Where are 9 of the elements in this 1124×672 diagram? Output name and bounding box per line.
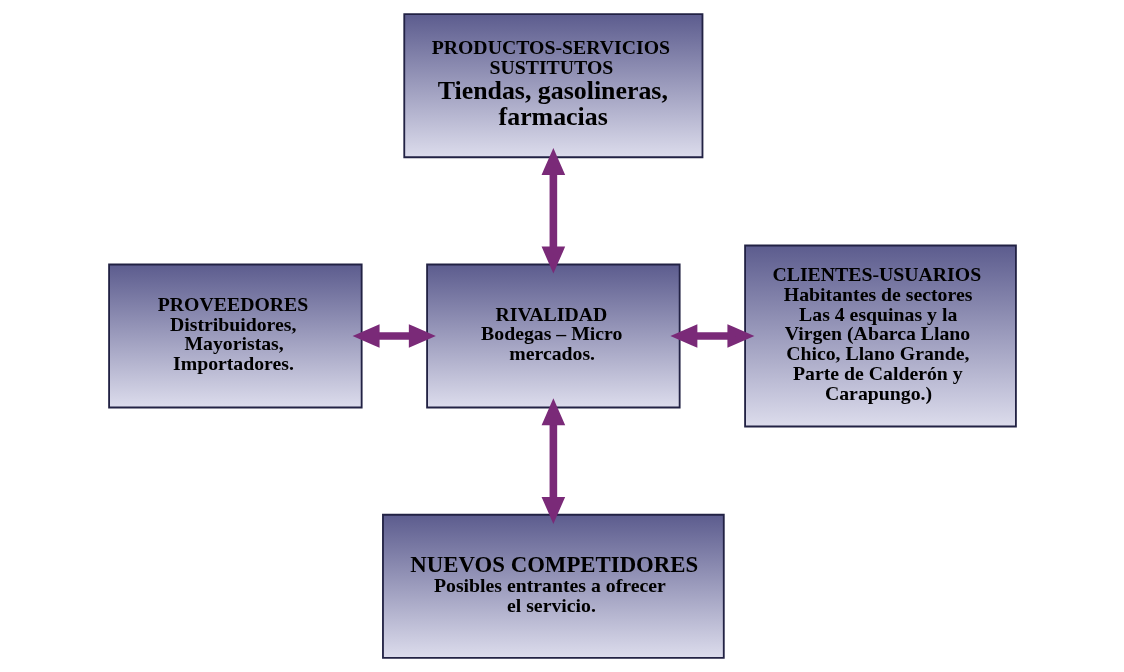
arrow: [669, 324, 754, 348]
arrow: [352, 324, 436, 348]
node-box: NUEVOS COMPETIDORES Posibles entrantes a ofrecer el servicio.: [381, 513, 725, 659]
node-box: RIVALIDAD Bodegas – Micro mercados.: [425, 263, 681, 409]
arrow: [541, 398, 565, 524]
arrow: [541, 147, 565, 274]
node-box: CLIENTES-USUARIOS Habitantes de sectores Las 4 esquinas y la Virgen (Abarca Llano Chico, Llano Grande, Parte de Calderón y Carapungo.): [743, 244, 1017, 428]
node-box: PRODUCTOS-SERVICIOS SUSTITUTOS Tiendas, gasolineras, farmacias: [402, 13, 703, 159]
node-box: PROVEEDORES Distribuidores, Mayoristas, Importadores.: [107, 263, 363, 409]
